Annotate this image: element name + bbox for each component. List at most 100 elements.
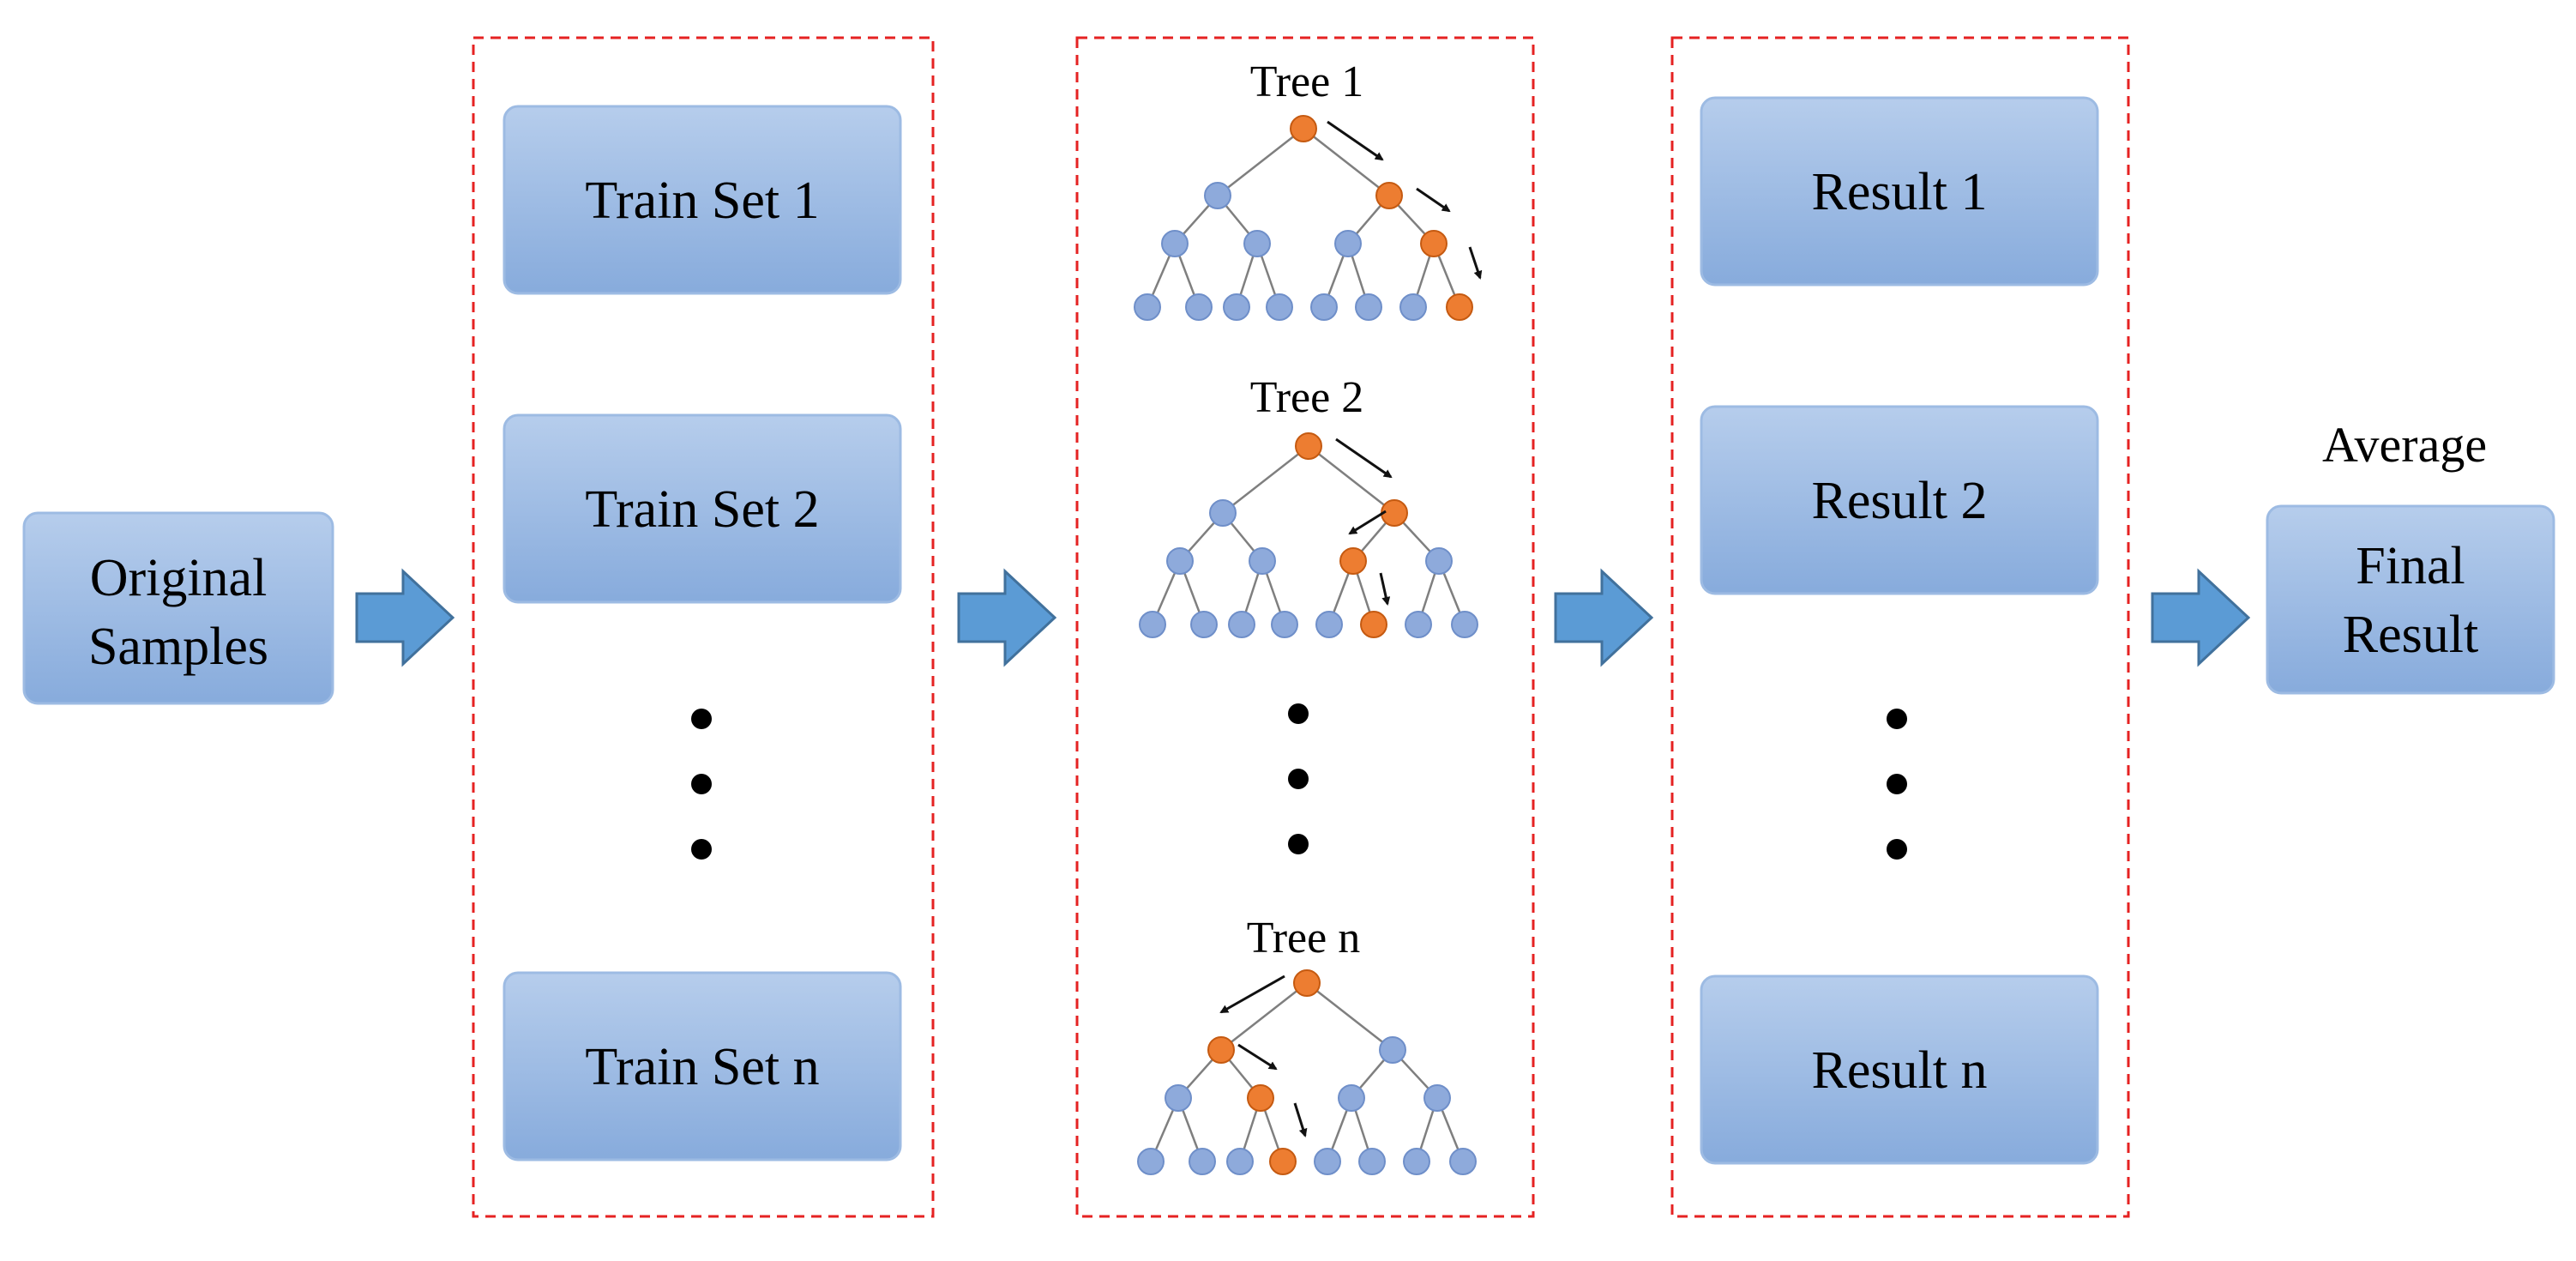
train-set-2-label: Train Set 2: [585, 480, 819, 539]
path-arrow-icon: [1379, 572, 1391, 606]
tree-edge: [1303, 128, 1390, 196]
result-2-label: Result 2: [1812, 472, 1988, 530]
original-samples-line-2: Samples: [88, 618, 268, 676]
tree-node: [1399, 293, 1427, 321]
result-2-box: Result 2: [1700, 405, 2099, 595]
tree-node: [1243, 230, 1271, 257]
train-set-n-box: Train Set n: [503, 971, 902, 1161]
tree-node-selected: [1247, 1084, 1274, 1112]
tree-node: [1355, 293, 1382, 321]
right-arrow-icon: [1554, 568, 1654, 667]
right-arrow-icon: [355, 568, 455, 667]
tree-node-selected: [1360, 611, 1387, 638]
results-group: Result 1 Result 2 Result n: [1670, 36, 2130, 1218]
trees-dashed-border: [1075, 36, 1535, 1218]
tree-node: [1338, 1084, 1365, 1112]
tree-node-selected: [1420, 230, 1447, 257]
path-arrow-icon: [1327, 120, 1384, 161]
path-arrow-icon: [1348, 510, 1387, 535]
tree-node: [1405, 611, 1432, 638]
tree-node: [1334, 230, 1362, 257]
final-result-box: Final Result: [2266, 504, 2555, 695]
tree-node: [1315, 611, 1343, 638]
train-sets-dashed-border: [472, 36, 935, 1218]
tree-node: [1139, 611, 1166, 638]
tree-node: [1161, 230, 1189, 257]
tree-node: [1451, 611, 1478, 638]
tree-node: [1310, 293, 1338, 321]
binary-tree-icon: [1139, 432, 1478, 638]
tree-node: [1165, 1084, 1192, 1112]
tree-node: [1271, 611, 1298, 638]
ellipsis-dots-icon: [1288, 703, 1309, 854]
tree-node: [1185, 293, 1213, 321]
tree-node-selected: [1293, 969, 1321, 997]
right-arrow-icon: [957, 568, 1057, 667]
tree-node-selected: [1269, 1148, 1297, 1175]
tree-node: [1223, 293, 1250, 321]
tree-edge: [1308, 445, 1395, 514]
tree-node: [1266, 293, 1293, 321]
train-set-n-label: Train Set n: [585, 1038, 819, 1096]
trees-group: Tree 1 Tree 2 Tree n: [1075, 36, 1535, 1218]
tree-node: [1189, 1148, 1216, 1175]
tree-node: [1379, 1036, 1406, 1064]
tree-node-selected: [1290, 115, 1317, 142]
original-samples-box: Original Samples: [22, 511, 334, 705]
results-dashed-border: [1670, 36, 2130, 1218]
tree-edge: [1217, 128, 1304, 196]
ellipsis-dots-icon: [1887, 709, 1907, 860]
path-arrow-icon: [1293, 1102, 1308, 1137]
tree-node: [1249, 547, 1276, 575]
result-1-label: Result 1: [1812, 163, 1988, 221]
tree-node-selected: [1446, 293, 1473, 321]
tree-edge: [1306, 982, 1393, 1051]
path-arrow-icon: [1335, 437, 1393, 479]
tree-node: [1209, 499, 1237, 527]
train-set-1-box: Train Set 1: [503, 105, 902, 295]
tree-node-selected: [1375, 182, 1403, 209]
tree-node: [1449, 1148, 1477, 1175]
tree-node: [1166, 547, 1194, 575]
path-arrow-icon: [1468, 246, 1483, 280]
result-1-box: Result 1: [1700, 96, 2099, 287]
final-result-line-1: Final: [2356, 537, 2465, 595]
tree-node: [1204, 182, 1231, 209]
final-result-line-2: Result: [2343, 606, 2478, 664]
path-arrow-icon: [1219, 974, 1285, 1014]
tree-node: [1134, 293, 1161, 321]
tree-node: [1137, 1148, 1165, 1175]
tree-node-selected: [1339, 547, 1367, 575]
path-arrow-icon: [1237, 1043, 1278, 1071]
tree-edges: [1149, 982, 1465, 1162]
tree-node: [1228, 611, 1255, 638]
right-arrow-icon: [2151, 568, 2251, 667]
tree-edges: [1151, 445, 1466, 625]
tree-node-selected: [1295, 432, 1322, 460]
tree-node: [1358, 1148, 1386, 1175]
tree-edge: [1220, 982, 1308, 1051]
tree-n-label: Tree n: [1247, 914, 1360, 962]
binary-tree-icon: [1137, 969, 1477, 1175]
train-sets-group: Train Set 1 Train Set 2 Train Set n: [472, 36, 935, 1218]
path-arrow-icon: [1416, 187, 1451, 213]
ellipsis-dots-icon: [691, 709, 712, 860]
tree-node: [1403, 1148, 1430, 1175]
tree-node: [1314, 1148, 1341, 1175]
tree-edges: [1146, 128, 1461, 308]
tree-node: [1425, 547, 1453, 575]
tree-node-selected: [1207, 1036, 1235, 1064]
tree-node: [1423, 1084, 1451, 1112]
tree-edge: [1222, 445, 1309, 514]
binary-tree-icon: [1134, 115, 1483, 321]
train-set-2-box: Train Set 2: [503, 413, 902, 604]
tree-2-label: Tree 2: [1250, 373, 1363, 422]
tree-node: [1226, 1148, 1254, 1175]
original-samples-line-1: Original: [90, 549, 268, 607]
train-set-1-label: Train Set 1: [585, 172, 819, 230]
result-n-box: Result n: [1700, 974, 2099, 1165]
result-n-label: Result n: [1812, 1041, 1988, 1100]
tree-node: [1190, 611, 1218, 638]
tree-1-label: Tree 1: [1250, 57, 1363, 106]
